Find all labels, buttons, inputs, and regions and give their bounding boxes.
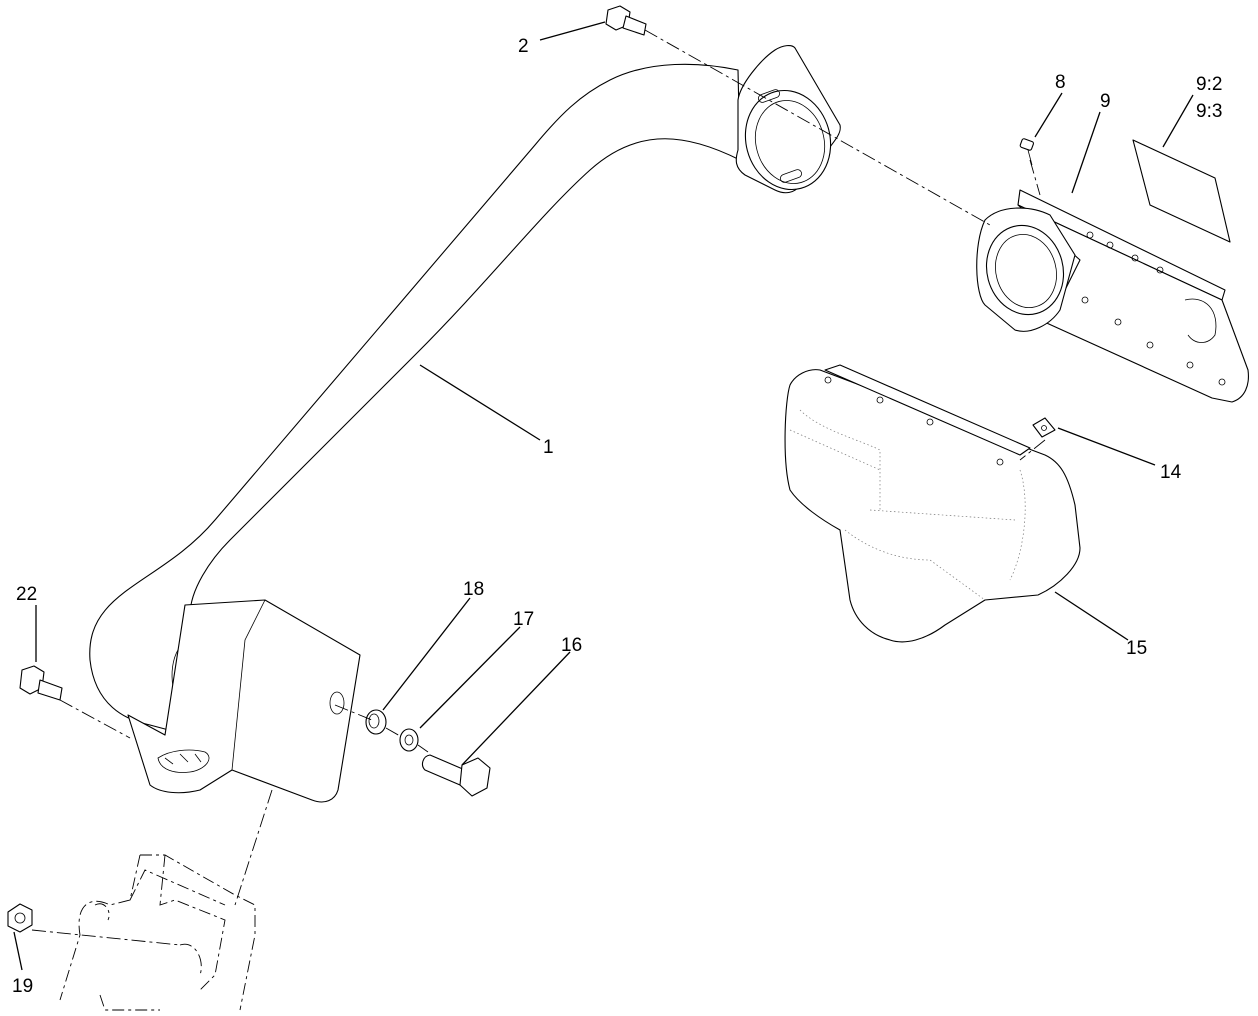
callout-15: 15 (1126, 638, 1147, 659)
assembly-lines (31, 29, 1046, 946)
callout-22: 22 (16, 584, 37, 605)
mounting-bracket (976, 189, 1249, 403)
bolt-16 (421, 754, 491, 797)
callout-1: 1 (543, 437, 554, 458)
nut-19 (7, 903, 33, 933)
bolt-22 (19, 665, 63, 701)
bushing-18 (365, 709, 387, 735)
bolt-2 (605, 5, 647, 36)
heat-shield (784, 364, 1081, 643)
leader-lines (13, 21, 1194, 971)
phantom-frame (59, 854, 256, 1011)
washer-17 (399, 728, 419, 752)
callout-16: 16 (561, 635, 582, 656)
callout-labels: 1 2 8 9 9:2 9:3 14 15 16 17 18 19 22 (12, 36, 1222, 997)
callout-19: 19 (12, 976, 33, 997)
callout-17: 17 (513, 609, 534, 630)
callout-18: 18 (463, 579, 484, 600)
pipe-mount-bracket (127, 599, 361, 803)
screw-8 (1019, 138, 1034, 166)
callout-9-2: 9:2 (1196, 74, 1222, 95)
callout-9-3: 9:3 (1196, 101, 1222, 122)
callout-9: 9 (1100, 91, 1111, 112)
callout-14: 14 (1160, 462, 1182, 483)
callout-8: 8 (1055, 72, 1066, 93)
decal (1132, 139, 1231, 243)
callout-2: 2 (518, 36, 529, 57)
top-flange (735, 45, 841, 194)
clip-nut-14 (1032, 417, 1056, 438)
